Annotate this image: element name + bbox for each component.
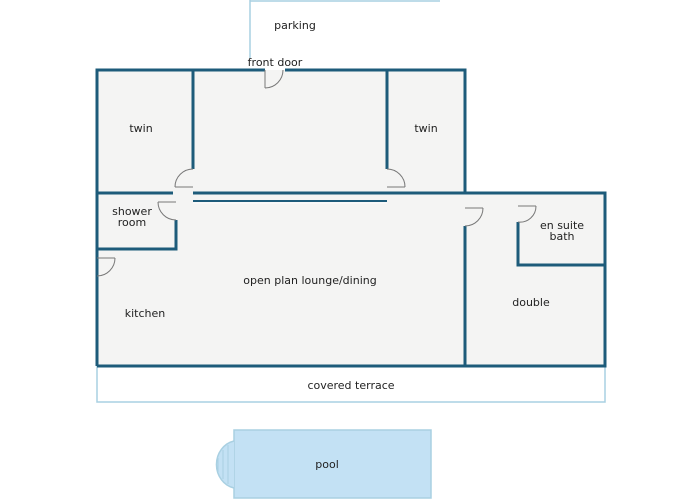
parking-label: parking (274, 19, 316, 32)
double-label: double (512, 296, 550, 309)
upper-wing-floor (97, 70, 465, 193)
room-labels: parking front door twin twin shower room… (112, 19, 584, 471)
en-suite-door (517, 205, 537, 223)
pool-label: pool (315, 458, 339, 471)
twin-left-label: twin (129, 122, 152, 135)
lounge-label: open plan lounge/dining (243, 274, 376, 287)
double-door (464, 207, 484, 227)
kitchen-label: kitchen (125, 307, 166, 320)
shower-room-label-line2: room (118, 216, 146, 229)
twin-right-door (386, 168, 406, 188)
twin-right-label: twin (414, 122, 437, 135)
lounge-divider (193, 200, 387, 204)
walls (95, 68, 607, 368)
en-suite-label-line2: bath (549, 230, 574, 243)
shower-room-label-line1: shower (112, 205, 152, 218)
front-door (264, 69, 284, 89)
doors (96, 69, 537, 277)
pool-step-lines (217, 445, 229, 484)
room-fills (97, 70, 605, 366)
parking-area (249, 0, 440, 58)
pool (215, 429, 432, 499)
twin-left-door (174, 168, 194, 188)
front-door-label: front door (248, 56, 303, 69)
pool-steps (215, 440, 235, 489)
terrace-label: covered terrace (307, 379, 394, 392)
shower-room-door (157, 201, 177, 221)
kitchen-door (96, 257, 116, 277)
en-suite-label-line1: en suite (540, 219, 584, 232)
